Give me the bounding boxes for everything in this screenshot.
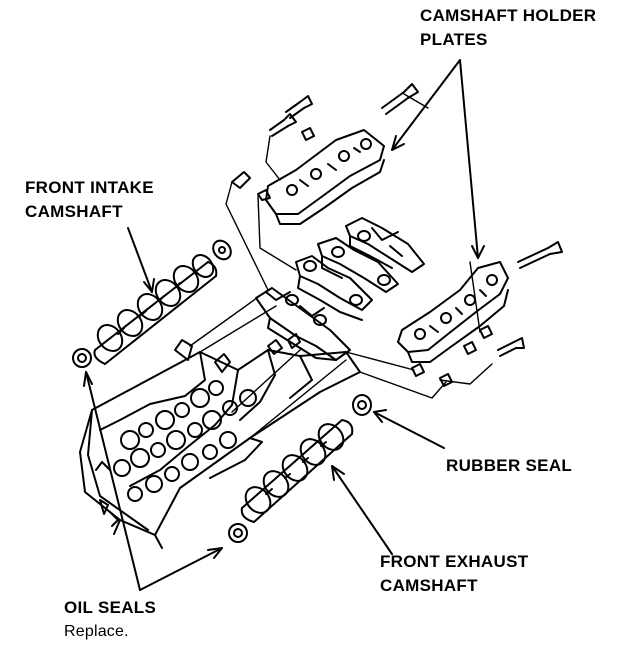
rubber-seal-label: RUBBER SEAL: [446, 456, 573, 475]
camshaft-holders: [255, 217, 425, 361]
bolts: [231, 83, 563, 387]
front-intake-camshaft-label: FRONT INTAKE: [25, 178, 154, 197]
right-holder-plate: [397, 261, 509, 363]
front-exhaust-camshaft-part: [228, 394, 372, 543]
leader-arrows: [83, 59, 485, 591]
camshaft-holder-plates-label-line2: PLATES: [420, 30, 488, 49]
upper-holder-plate: [265, 129, 385, 225]
front-intake-camshaft-label-line2: CAMSHAFT: [25, 202, 123, 221]
front-exhaust-camshaft-label: FRONT EXHAUST: [380, 552, 529, 571]
camshaft-holder-plates-label: CAMSHAFT HOLDER: [420, 6, 597, 25]
cylinder-head: [79, 339, 361, 549]
oil-seals-label: OIL SEALS: [64, 598, 157, 617]
alignment-lines: [189, 93, 493, 439]
front-intake-camshaft-part: [72, 239, 232, 368]
front-exhaust-camshaft-label-line2: CAMSHAFT: [380, 576, 478, 595]
oil-seals-note: Replace.: [64, 623, 129, 640]
